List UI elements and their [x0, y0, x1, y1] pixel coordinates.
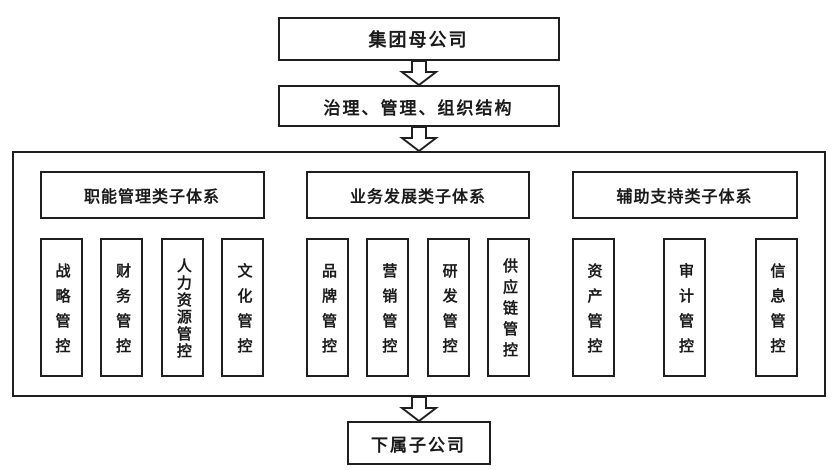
control-item-label: 资产管控 — [585, 262, 602, 363]
section-title: 辅助支持类子体系 — [616, 189, 753, 206]
subsidiary-box: 下属子公司 — [346, 421, 491, 465]
control-item-box: 供应链管控 — [486, 238, 530, 377]
control-item-label: 财务管控 — [114, 262, 131, 363]
control-item-label: 人力资源管控 — [174, 257, 191, 360]
section-title: 业务发展类子体系 — [349, 189, 486, 206]
down-arrow-icon — [398, 396, 440, 422]
section-auxiliary-support: 辅助支持类子体系 资产管控 审计管控 信息管控 — [571, 171, 798, 395]
control-item-box: 审计管控 — [663, 238, 706, 377]
section-items: 资产管控 审计管控 信息管控 — [571, 238, 798, 377]
section-business-development: 业务发展类子体系 品牌管控 营销管控 研发管控 供应链管控 — [306, 171, 530, 395]
control-item-box: 研发管控 — [426, 238, 470, 377]
parent-company-box: 集团母公司 — [277, 17, 560, 61]
governance-box: 治理、管理、组织结构 — [277, 85, 560, 127]
down-arrow-icon — [398, 60, 440, 86]
section-title-box: 业务发展类子体系 — [306, 171, 530, 219]
control-item-label: 文化管控 — [235, 262, 252, 363]
section-items: 战略管控 财务管控 人力资源管控 文化管控 — [39, 238, 265, 377]
control-item-box: 品牌管控 — [306, 238, 349, 377]
control-item-label: 营销管控 — [380, 262, 397, 363]
control-item-box: 战略管控 — [39, 238, 83, 377]
control-item-box: 人力资源管控 — [160, 238, 204, 377]
down-arrow-icon — [398, 126, 440, 152]
control-item-label: 品牌管控 — [320, 262, 336, 363]
control-item-label: 信息管控 — [768, 262, 785, 363]
subsidiary-label: 下属子公司 — [371, 435, 466, 455]
governance-label: 治理、管理、组织结构 — [323, 98, 514, 118]
section-title-box: 职能管理类子体系 — [39, 171, 265, 219]
section-title-box: 辅助支持类子体系 — [571, 171, 798, 219]
control-item-box: 营销管控 — [366, 238, 410, 377]
control-item-box: 财务管控 — [100, 238, 144, 377]
control-item-label: 审计管控 — [677, 262, 693, 363]
control-item-box: 资产管控 — [571, 238, 615, 377]
control-item-box: 信息管控 — [754, 238, 798, 377]
control-item-label: 供应链管控 — [500, 258, 517, 363]
section-items: 品牌管控 营销管控 研发管控 供应链管控 — [306, 238, 530, 377]
control-item-label: 研发管控 — [440, 262, 457, 363]
parent-company-label: 集团母公司 — [368, 30, 469, 50]
control-item-label: 战略管控 — [53, 262, 70, 363]
section-title: 职能管理类子体系 — [83, 189, 220, 206]
subsystems-container: 职能管理类子体系 战略管控 财务管控 人力资源管控 文化管控 业务发展类 — [11, 151, 826, 397]
control-item-box: 文化管控 — [221, 238, 265, 377]
section-functional-management: 职能管理类子体系 战略管控 财务管控 人力资源管控 文化管控 — [39, 171, 265, 395]
